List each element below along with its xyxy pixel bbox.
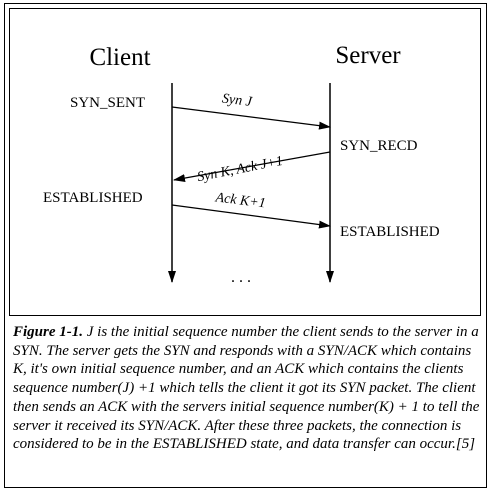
syn-label: Syn J xyxy=(221,91,253,110)
server-heading: Server xyxy=(335,42,401,69)
figure-caption: Figure 1-1. J is the initial sequence nu… xyxy=(13,323,483,454)
server-state-syn-recd: SYN_RECD xyxy=(340,138,418,154)
client-heading: Client xyxy=(89,44,150,71)
server-state-established: ESTABLISHED xyxy=(340,224,440,240)
caption-text: J is the initial sequence number the cli… xyxy=(13,324,480,453)
ack-arrow xyxy=(171,204,331,229)
figure-label: Figure 1-1. xyxy=(13,324,84,340)
syn-ack-label: Syn K, Ack J+1 xyxy=(196,154,284,185)
figure-frame xyxy=(4,3,487,488)
continuation-dots: . . . xyxy=(231,269,251,286)
diagram-box xyxy=(9,8,481,316)
ack-label: Ack K+1 xyxy=(214,190,267,211)
client-state-established: ESTABLISHED xyxy=(43,190,143,206)
three-way-handshake-diagram: Client Server SYN_SENT ESTABLISHED SYN_R… xyxy=(43,42,440,286)
syn-ack-arrow xyxy=(173,151,331,182)
syn-arrow xyxy=(171,106,331,130)
client-state-syn-sent: SYN_SENT xyxy=(70,95,145,111)
